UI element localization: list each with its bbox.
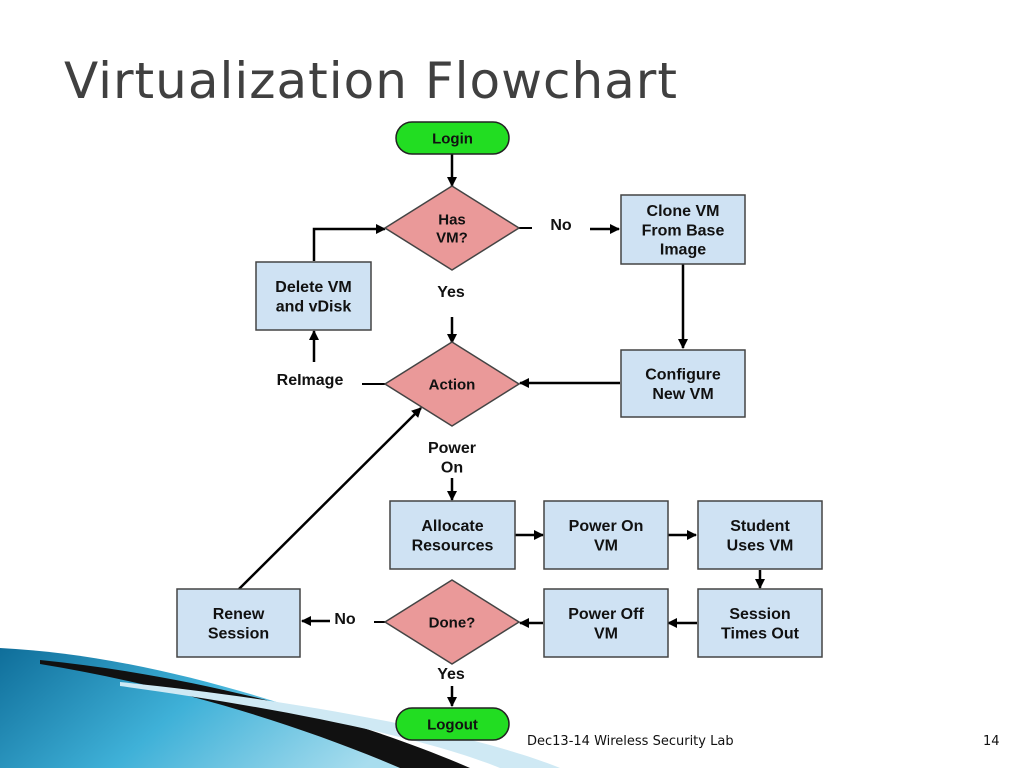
edge-label-reimage: ReImage: [277, 372, 344, 389]
node-delete-vm: Delete VM and vDisk: [255, 261, 372, 331]
edge-label-no-bottom: No: [334, 611, 356, 628]
svg-text:Yes: Yes: [437, 284, 465, 301]
svg-text:Power: Power: [428, 440, 476, 457]
svg-text:and vDisk: and vDisk: [276, 298, 352, 315]
svg-text:Image: Image: [660, 241, 706, 258]
edge-label-yes-top: Yes: [437, 284, 465, 301]
svg-text:Configure: Configure: [645, 367, 721, 384]
svg-text:Power On: Power On: [569, 518, 644, 535]
svg-text:Student: Student: [730, 518, 790, 535]
svg-text:Delete VM: Delete VM: [275, 279, 351, 296]
footer-text: Dec13-14 Wireless Security Lab: [527, 734, 734, 749]
svg-text:Renew: Renew: [213, 606, 265, 623]
svg-text:Session: Session: [208, 625, 269, 642]
svg-text:Clone VM: Clone VM: [647, 203, 720, 220]
page-number: 14: [983, 734, 1000, 749]
svg-text:VM: VM: [594, 625, 618, 642]
svg-text:Yes: Yes: [437, 666, 465, 683]
svg-text:VM: VM: [594, 537, 618, 554]
svg-text:New VM: New VM: [652, 386, 713, 403]
svg-text:Power Off: Power Off: [568, 606, 644, 623]
svg-text:Logout: Logout: [427, 716, 478, 733]
edge-label-no-top: No: [550, 217, 572, 234]
svg-text:VM?: VM?: [436, 229, 468, 246]
node-logout: Logout: [395, 707, 510, 741]
svg-text:No: No: [550, 217, 572, 234]
node-login: Login: [395, 121, 510, 155]
node-power-on-vm: Power On VM: [543, 500, 669, 570]
edge-label-yes-bottom: Yes: [437, 666, 465, 683]
svg-text:Login: Login: [432, 130, 473, 147]
arrow-renew-to-action: [238, 407, 422, 590]
svg-text:ReImage: ReImage: [277, 372, 344, 389]
slide-title: Virtualization Flowchart: [64, 52, 678, 110]
svg-text:Has: Has: [438, 211, 466, 228]
node-action: Action: [383, 341, 521, 427]
svg-text:Session: Session: [729, 606, 790, 623]
svg-text:Resources: Resources: [412, 537, 494, 554]
arrow-delete-vm-to-has-vm: [312, 224, 386, 261]
node-done: Done?: [383, 579, 521, 665]
svg-text:Times Out: Times Out: [721, 625, 800, 642]
svg-text:Allocate: Allocate: [421, 518, 483, 535]
svg-text:On: On: [441, 459, 463, 476]
svg-text:No: No: [334, 611, 356, 628]
svg-text:Uses VM: Uses VM: [727, 537, 794, 554]
svg-text:Done?: Done?: [429, 614, 476, 631]
svg-text:Action: Action: [429, 376, 476, 393]
svg-text:From Base: From Base: [642, 222, 725, 239]
